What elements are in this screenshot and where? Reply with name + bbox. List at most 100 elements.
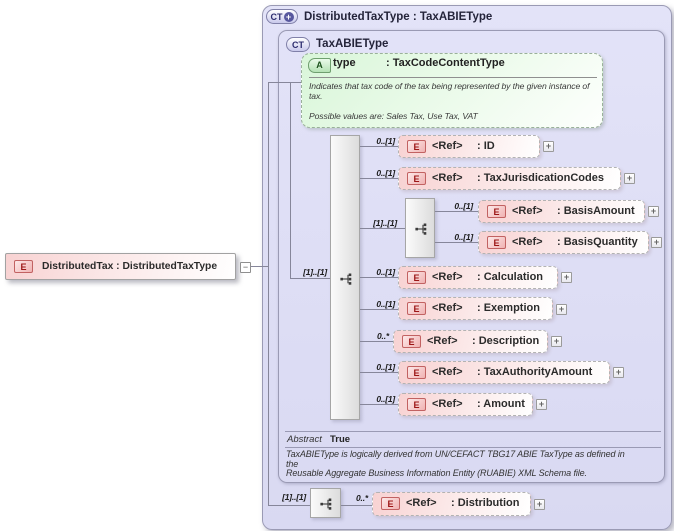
expand-button[interactable]: +	[648, 206, 659, 217]
element-ref: <Ref>	[432, 302, 463, 314]
element-ref: <Ref>	[427, 335, 458, 347]
element-ref: <Ref>	[432, 398, 463, 410]
derivation-note-line: TaxABIEType is logically derived from UN…	[286, 449, 625, 469]
connector-line	[360, 228, 405, 229]
base-type-title: TaxABIEType	[316, 38, 389, 50]
abstract-value: True	[330, 434, 351, 445]
element-name: : Calculation	[477, 271, 544, 283]
connector-line	[268, 82, 301, 83]
expand-button[interactable]: +	[536, 399, 547, 410]
element-ref: <Ref>	[432, 271, 463, 283]
connector-line	[290, 82, 291, 278]
ct-icon-label: CT	[292, 39, 304, 50]
element-name: : Amount	[477, 398, 525, 410]
element-box-exemption[interactable]: E <Ref> : Exemption	[398, 297, 553, 320]
root-element-box[interactable]: E DistributedTax : DistributedTaxType	[5, 253, 236, 280]
connector-line	[250, 266, 268, 267]
element-name: : Description	[472, 335, 540, 347]
element-icon: E	[407, 366, 426, 379]
cardinality-label: [1]..[1]	[282, 492, 306, 502]
element-icon: E	[407, 271, 426, 284]
element-icon: E	[407, 398, 426, 411]
connector-line	[360, 372, 398, 373]
expand-button[interactable]: +	[551, 336, 562, 347]
element-icon: E	[381, 497, 400, 510]
attribute-possible-values: Possible values are: Sales Tax, Use Tax,…	[309, 111, 478, 121]
cardinality-label: [1]..[1]	[303, 267, 327, 277]
element-name: : TaxAuthorityAmount	[477, 366, 593, 378]
nested-sequence-box[interactable]	[405, 198, 435, 258]
cardinality-label: 0..[1]	[454, 232, 473, 242]
divider	[309, 77, 597, 78]
element-ref: <Ref>	[432, 172, 463, 184]
element-box-amount[interactable]: E <Ref> : Amount	[398, 393, 533, 416]
base-type-container	[278, 30, 665, 483]
connector-line	[341, 505, 372, 506]
complex-type-title: DistributedTaxType : TaxABIEType	[304, 11, 493, 23]
element-box-taxauthorityamount[interactable]: E <Ref> : TaxAuthorityAmount	[398, 361, 610, 384]
attribute-doc: Indicates that tax code of the tax being…	[309, 81, 590, 101]
element-icon: E	[487, 236, 506, 249]
element-box-id[interactable]: E <Ref> : ID	[398, 135, 540, 158]
element-box-calculation[interactable]: E <Ref> : Calculation	[398, 266, 558, 289]
element-icon: E	[402, 335, 421, 348]
ct-plus-icon: CT+	[266, 9, 298, 24]
connector-line	[360, 146, 398, 147]
cardinality-label: 0..[1]	[376, 299, 395, 309]
element-ref: <Ref>	[432, 140, 463, 152]
divider	[285, 431, 661, 432]
cardinality-label: 0..[1]	[376, 362, 395, 372]
element-icon: E	[14, 260, 33, 273]
attribute-box[interactable]: A type : TaxCodeContentType Indicates th…	[301, 53, 603, 128]
attribute-icon: A	[308, 58, 331, 73]
connector-line	[360, 341, 393, 342]
element-ref: <Ref>	[406, 497, 437, 509]
collapse-connector[interactable]: −	[240, 262, 251, 273]
attribute-name: type	[333, 57, 356, 69]
cardinality-label: 0..[1]	[454, 201, 473, 211]
element-name: : ID	[477, 140, 495, 152]
sequence-icon	[320, 498, 332, 510]
element-box-taxjurisdicationcodes[interactable]: E <Ref> : TaxJurisdicationCodes	[398, 167, 621, 190]
attribute-type: : TaxCodeContentType	[386, 57, 505, 69]
root-element-label: DistributedTax : DistributedTaxType	[42, 261, 218, 272]
element-box-description[interactable]: E <Ref> : Description	[393, 330, 548, 353]
element-icon: E	[407, 140, 426, 153]
expand-button[interactable]: +	[651, 237, 662, 248]
connector-line	[360, 178, 398, 179]
expand-button[interactable]: +	[624, 173, 635, 184]
cardinality-label: 0..[1]	[376, 168, 395, 178]
divider	[285, 447, 661, 448]
connector-line	[435, 211, 478, 212]
element-box-distribution[interactable]: E <Ref> : Distribution	[372, 492, 531, 516]
expand-button[interactable]: +	[613, 367, 624, 378]
bottom-sequence-box[interactable]	[310, 488, 341, 518]
cardinality-label: 0..[1]	[376, 136, 395, 146]
element-name: : TaxJurisdicationCodes	[477, 172, 604, 184]
ct-icon-label: CT	[270, 11, 283, 22]
element-ref: <Ref>	[512, 205, 543, 217]
element-name: : BasisAmount	[557, 205, 635, 217]
sequence-bar[interactable]	[330, 135, 360, 420]
expand-button[interactable]: +	[556, 304, 567, 315]
sequence-icon	[415, 223, 427, 235]
element-box-basisamount[interactable]: E <Ref> : BasisAmount	[478, 200, 645, 223]
cardinality-label: 0..*	[356, 493, 368, 503]
expand-button[interactable]: +	[561, 272, 572, 283]
element-icon: E	[407, 172, 426, 185]
cardinality-label: [1]..[1]	[373, 218, 397, 228]
derived-plus-icon: +	[283, 11, 294, 22]
cardinality-label: 0..*	[377, 331, 389, 341]
connector-line	[268, 82, 269, 506]
expand-button[interactable]: +	[543, 141, 554, 152]
connector-line	[435, 242, 478, 243]
derivation-note-line: Reusable Aggregate Business Information …	[286, 468, 587, 479]
element-box-basisquantity[interactable]: E <Ref> : BasisQuantity	[478, 231, 649, 254]
element-name: : BasisQuantity	[557, 236, 638, 248]
connector-line	[360, 277, 398, 278]
derivation-note: TaxABIEType is logically derived from UN…	[286, 449, 631, 479]
expand-button[interactable]: +	[534, 499, 545, 510]
connector-line	[290, 278, 330, 279]
ct-icon: CT	[286, 37, 310, 52]
